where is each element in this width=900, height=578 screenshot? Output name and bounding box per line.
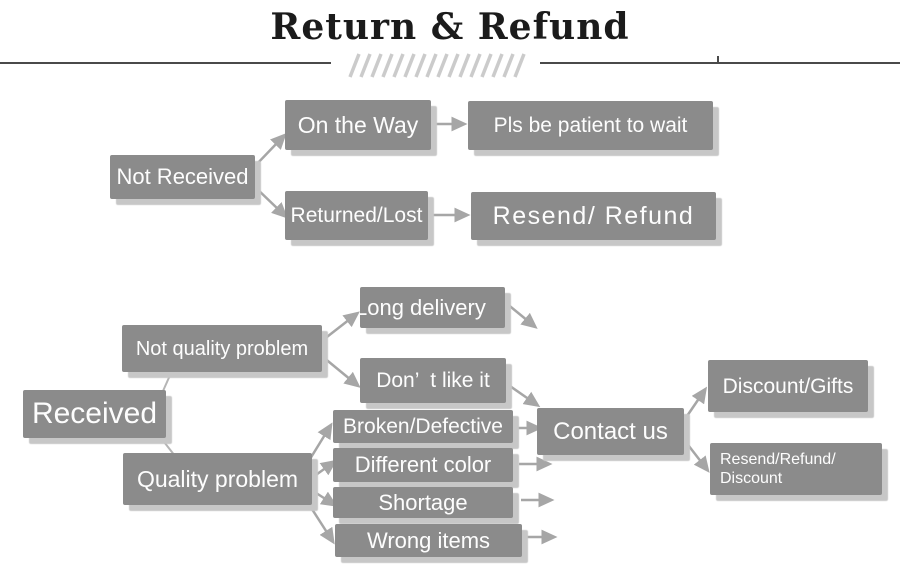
edge-quality-different-color [312, 459, 338, 479]
node-contact-us: Contact us [537, 408, 684, 455]
edge-quality-broken [308, 422, 333, 460]
node-broken-defective: Broken/Defective [333, 410, 513, 443]
node-resend-refund: Resend/ Refund [471, 192, 716, 240]
node-discount-gifts: Discount/Gifts [708, 360, 868, 412]
node-received: Received [23, 390, 166, 438]
edge-quality-shortage [312, 489, 338, 507]
page-title: Return & Refund [270, 6, 630, 48]
edge-arrows [253, 116, 710, 545]
node-dont-like-it: Don’ t like it [360, 358, 506, 403]
node-pls-be-patient: Pls be patient to wait [468, 101, 713, 150]
edge-not-received-on-the-way [253, 132, 287, 168]
edge-contact-discount-gifts [683, 386, 708, 420]
edge-not-quality-dont-like [322, 356, 361, 388]
node-not-quality-problem: Not quality problem [122, 325, 322, 372]
node-long-delivery: Long delivery [360, 287, 505, 328]
node-quality-problem: Quality problem [123, 453, 312, 505]
divider-tick [717, 56, 719, 64]
edge-dont-like-contact [506, 382, 541, 408]
divider-line-right [540, 62, 900, 64]
edge-not-quality-long-delivery [322, 311, 360, 341]
edge-long-delivery-contact [505, 302, 538, 329]
edge-quality-wrong-items [308, 505, 335, 545]
node-not-received: Not Received [110, 155, 255, 199]
node-on-the-way: On the Way [285, 100, 431, 150]
edge-contact-resend-refund-discount [684, 440, 710, 473]
node-different-color: Different color [333, 448, 513, 482]
node-wrong-items: Wrong items [335, 524, 522, 557]
edge-not-received-returned-lost [253, 185, 289, 219]
edge-received-not-quality [162, 372, 172, 392]
node-resend-refund-discount: Resend/Refund/ Discount [710, 443, 882, 495]
node-shortage: Shortage [333, 487, 513, 518]
node-returned-lost: Returned/Lost [285, 191, 428, 240]
divider-line-left [0, 62, 331, 64]
hatch-decoration [348, 53, 526, 78]
